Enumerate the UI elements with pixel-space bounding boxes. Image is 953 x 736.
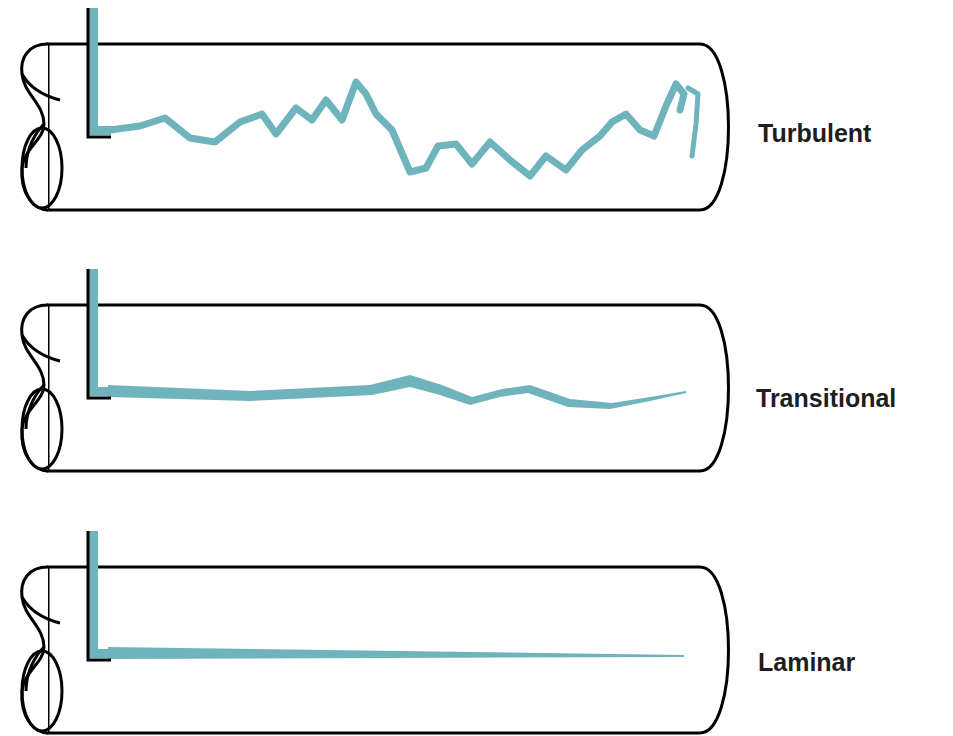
regime-label: Turbulent	[758, 119, 871, 148]
transitional-pipe	[22, 269, 729, 471]
regime-label: Laminar	[758, 648, 855, 677]
laminar-pipe	[22, 531, 729, 733]
turbulent-pipe	[22, 8, 729, 210]
regime-label: Transitional	[756, 384, 896, 413]
